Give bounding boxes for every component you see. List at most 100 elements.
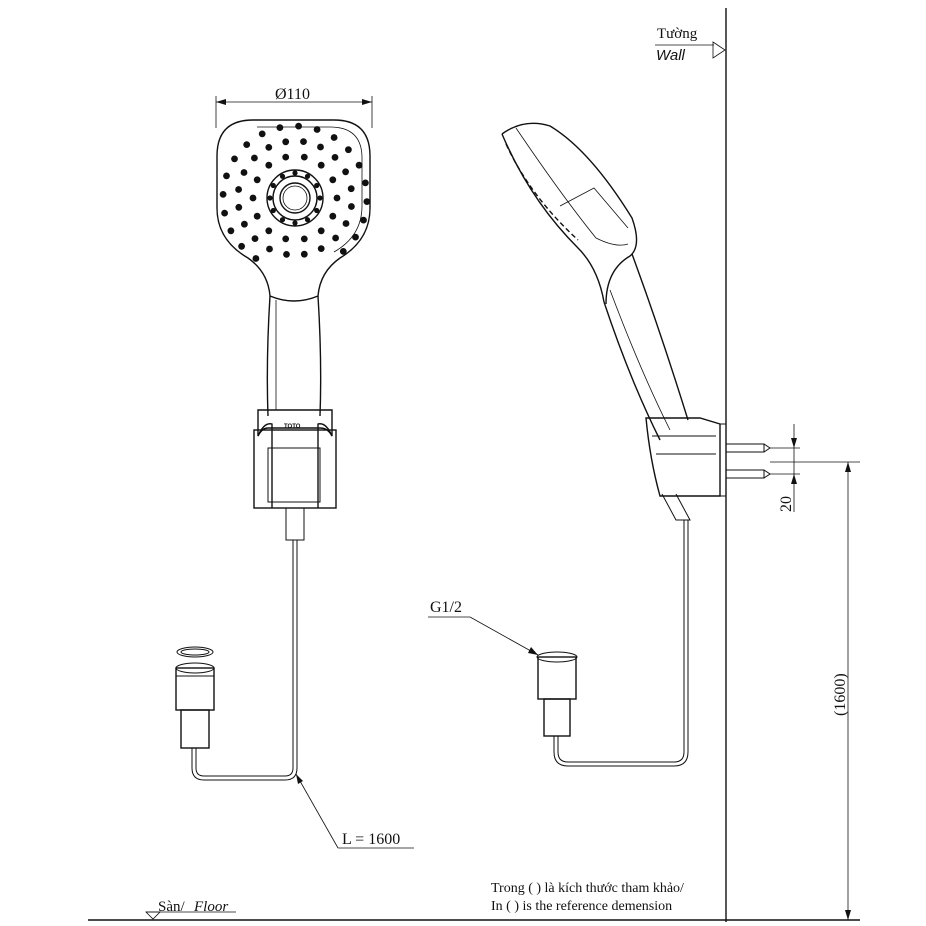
spray-center-ring bbox=[266, 169, 324, 227]
spray-nozzle bbox=[360, 216, 367, 224]
reference-note: Trong ( ) là kích thước tham khảo/ In ( … bbox=[491, 881, 684, 914]
offset-value: 20 bbox=[778, 496, 795, 512]
spray-nozzle bbox=[258, 130, 266, 138]
reference-note-en: In ( ) is the reference demension bbox=[491, 899, 672, 914]
spray-nozzle bbox=[252, 255, 260, 262]
spray-nozzle bbox=[352, 233, 359, 241]
spray-nozzle bbox=[332, 234, 339, 242]
holder-bracket-side bbox=[645, 417, 726, 497]
spray-nozzle bbox=[251, 235, 259, 243]
spray-nozzle bbox=[317, 245, 325, 253]
ring-nozzle bbox=[314, 207, 320, 214]
dimension-head-diameter: Ø110 bbox=[215, 86, 373, 128]
handle-side bbox=[603, 253, 689, 441]
ring-nozzle bbox=[304, 173, 311, 179]
spray-nozzle bbox=[331, 154, 339, 161]
spray-nozzle bbox=[313, 126, 321, 133]
height-value: (1600) bbox=[832, 673, 849, 716]
spray-nozzle bbox=[342, 220, 350, 227]
spray-nozzle bbox=[219, 191, 227, 198]
spray-nozzle bbox=[300, 138, 307, 146]
front-view: Ø110 TOTO bbox=[175, 86, 414, 849]
spray-nozzle bbox=[295, 122, 302, 130]
spray-nozzle bbox=[227, 227, 235, 235]
spray-nozzle bbox=[362, 179, 369, 187]
floor-label-en: Floor bbox=[193, 899, 228, 915]
spray-nozzle bbox=[300, 153, 308, 161]
spray-nozzle bbox=[329, 176, 337, 184]
spray-nozzle bbox=[276, 124, 284, 131]
spray-nozzle bbox=[240, 169, 248, 176]
wall-label-vi: Tường bbox=[657, 26, 698, 42]
hose-length-value: L = 1600 bbox=[342, 831, 400, 848]
handle-front bbox=[266, 295, 322, 417]
ring-nozzle bbox=[270, 207, 276, 214]
spray-nozzle bbox=[339, 248, 347, 255]
dimension-height: (1600) bbox=[770, 461, 860, 920]
spray-nozzle bbox=[238, 242, 246, 250]
wall-label-en: Wall bbox=[656, 47, 686, 64]
spray-nozzle bbox=[355, 161, 363, 169]
shower-head-front bbox=[216, 119, 371, 302]
hose-side bbox=[553, 493, 691, 767]
spray-nozzle bbox=[300, 250, 308, 258]
spray-nozzle bbox=[317, 143, 324, 151]
spray-nozzle bbox=[317, 227, 325, 235]
ring-nozzle bbox=[304, 217, 311, 223]
ring-nozzle bbox=[279, 173, 286, 179]
hose-front bbox=[191, 507, 305, 781]
wall-label: Tường Wall bbox=[655, 26, 726, 64]
spray-nozzle bbox=[348, 203, 355, 210]
spray-nozzle bbox=[300, 235, 308, 243]
spray-nozzle bbox=[221, 209, 229, 217]
spray-nozzle bbox=[317, 161, 325, 169]
ring-nozzle bbox=[292, 170, 298, 176]
ring-nozzle bbox=[317, 195, 323, 201]
spray-nozzle bbox=[342, 168, 349, 176]
spray-nozzle bbox=[243, 141, 251, 149]
spray-nozzle bbox=[231, 155, 238, 163]
thread-value: G1/2 bbox=[430, 599, 462, 616]
floor-label: Sàn/ Floor bbox=[145, 899, 236, 920]
side-view: G1/2 bbox=[428, 122, 771, 767]
shower-head-side bbox=[501, 122, 638, 305]
wall-mount-pins bbox=[725, 443, 771, 479]
ring-nozzle bbox=[292, 220, 298, 226]
spray-nozzle bbox=[265, 227, 273, 235]
hose-length-callout: L = 1600 bbox=[295, 773, 414, 849]
spray-nozzle bbox=[283, 251, 290, 258]
spray-nozzles bbox=[219, 122, 371, 262]
spray-nozzle bbox=[265, 144, 273, 151]
spray-nozzle bbox=[223, 172, 230, 180]
spray-nozzle bbox=[253, 176, 261, 184]
spray-nozzle bbox=[265, 161, 273, 169]
spray-nozzle bbox=[282, 235, 290, 243]
spray-nozzle bbox=[235, 203, 243, 211]
spray-nozzle bbox=[266, 245, 273, 253]
spray-nozzle bbox=[363, 198, 371, 206]
wall-marker-triangle bbox=[712, 41, 726, 59]
floor-label-vi: Sàn/ bbox=[158, 899, 186, 915]
reference-note-vi: Trong ( ) là kích thước tham khảo/ bbox=[491, 881, 684, 896]
hose-fitting-front bbox=[175, 646, 215, 749]
spray-nozzle bbox=[347, 185, 355, 193]
spray-nozzle bbox=[282, 153, 290, 161]
hose-fitting-side bbox=[536, 651, 578, 737]
spray-nozzle bbox=[330, 134, 338, 141]
dimension-offset: 20 bbox=[770, 424, 800, 512]
spray-nozzle bbox=[345, 146, 352, 154]
holder-bracket-front: TOTO bbox=[253, 409, 337, 509]
ring-nozzle bbox=[267, 195, 273, 201]
brand-mark-front: TOTO bbox=[284, 424, 301, 430]
spray-nozzle bbox=[333, 194, 341, 202]
spray-nozzle bbox=[235, 186, 243, 193]
spray-nozzle bbox=[253, 212, 261, 220]
center-ring-nozzles bbox=[267, 170, 323, 226]
spray-nozzle bbox=[251, 154, 258, 162]
spray-nozzle bbox=[241, 220, 248, 228]
spray-nozzle bbox=[249, 194, 257, 202]
head-diameter-value: Ø110 bbox=[275, 86, 310, 103]
spray-nozzle bbox=[282, 138, 290, 146]
thread-callout: G1/2 bbox=[428, 599, 539, 656]
